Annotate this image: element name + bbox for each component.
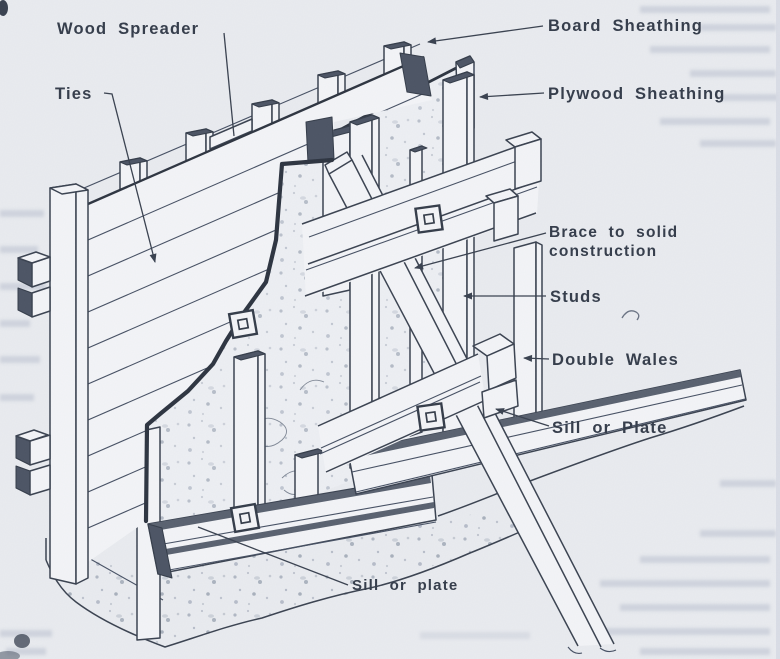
formwork-diagram: Wood Spreader Ties Board Sheathing Plywo… xyxy=(0,0,780,659)
scanned-book-page: Wood Spreader Ties Board Sheathing Plywo… xyxy=(0,0,780,659)
paper-noise xyxy=(0,0,780,659)
